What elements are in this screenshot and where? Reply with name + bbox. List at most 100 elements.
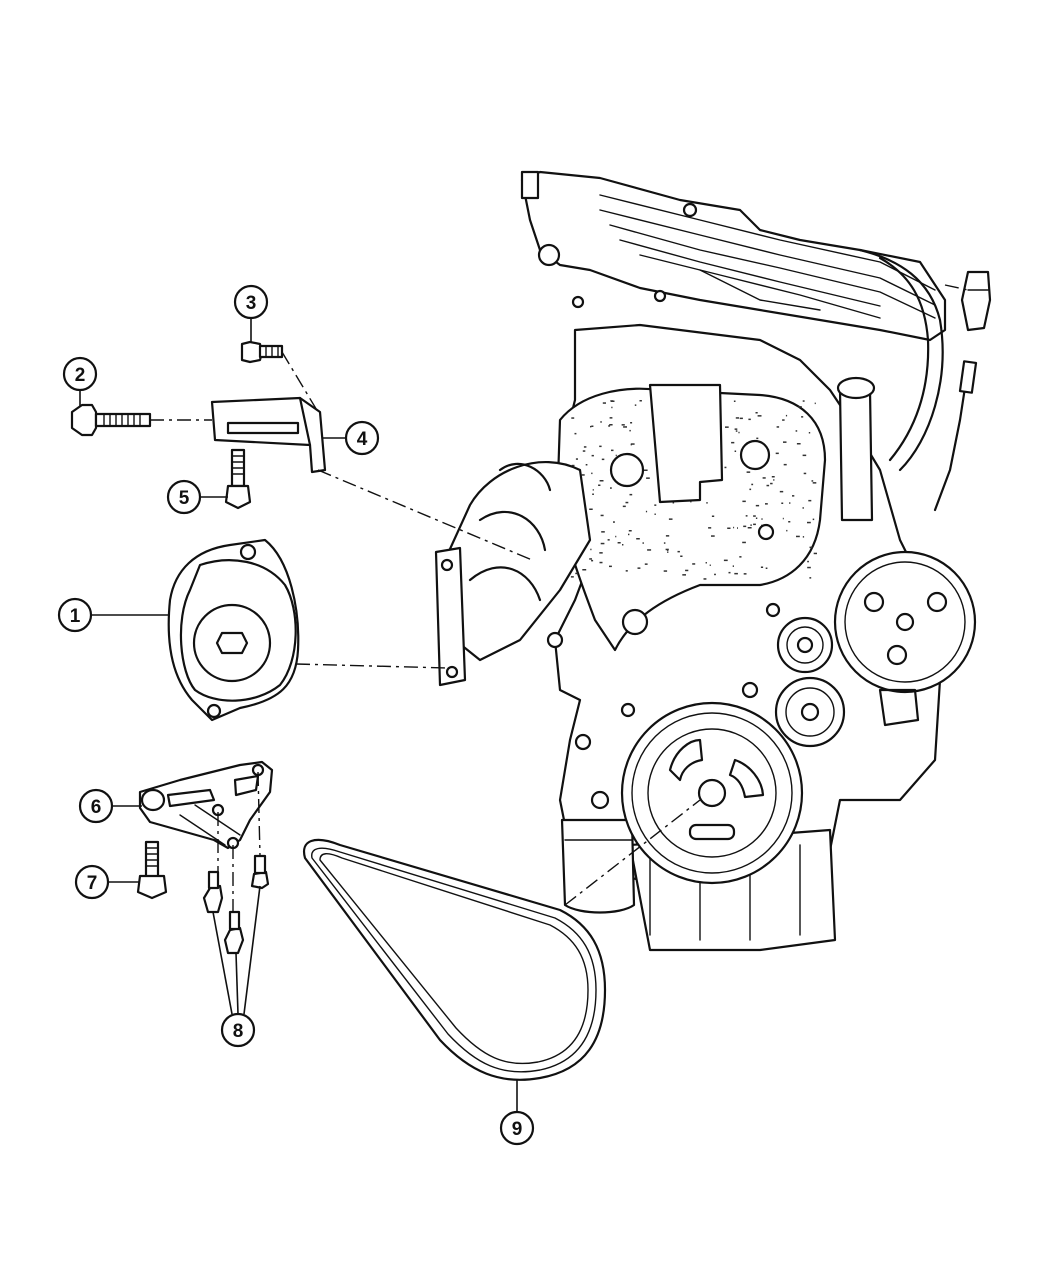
cast-texture-speck xyxy=(711,515,715,517)
cast-texture-speck xyxy=(570,576,574,578)
cast-texture-speck xyxy=(802,507,804,509)
cast-texture-speck xyxy=(786,529,788,532)
cast-texture-speck xyxy=(621,424,625,426)
callout-2: 2 xyxy=(75,365,86,386)
cast-texture-speck xyxy=(571,417,575,419)
cast-texture-speck xyxy=(591,559,594,562)
cast-texture-speck xyxy=(755,517,758,519)
cast-texture-speck xyxy=(725,426,729,428)
cast-texture-speck xyxy=(609,565,612,568)
cast-texture-speck xyxy=(798,406,802,408)
cast-texture-speck xyxy=(734,572,738,575)
cast-texture-speck xyxy=(782,419,785,421)
cast-texture-speck xyxy=(735,430,738,432)
cast-texture-speck xyxy=(813,552,817,555)
callout-9: 9 xyxy=(512,1119,523,1140)
cast-texture-speck xyxy=(734,428,738,430)
cast-texture-speck xyxy=(575,572,578,575)
cast-texture-speck xyxy=(711,535,715,537)
cast-texture-speck xyxy=(589,508,593,510)
cast-texture-speck xyxy=(665,535,670,537)
cast-texture-speck xyxy=(802,536,805,538)
cast-texture-speck xyxy=(751,483,754,486)
callout-4: 4 xyxy=(357,429,368,450)
callout-5: 5 xyxy=(179,488,190,509)
cast-texture-speck xyxy=(571,464,575,467)
cast-texture-speck xyxy=(753,515,756,517)
cast-texture-speck xyxy=(743,525,747,528)
cast-texture-speck xyxy=(802,400,805,402)
cast-texture-speck xyxy=(600,421,602,423)
cast-texture-speck xyxy=(609,424,613,426)
cast-texture-speck xyxy=(663,542,666,544)
cast-texture-speck xyxy=(637,567,641,569)
cast-texture-speck xyxy=(814,402,816,405)
cast-texture-speck xyxy=(792,495,795,497)
cast-texture-speck xyxy=(591,454,594,457)
adjusting-bracket xyxy=(138,760,274,850)
bracket-bolt-upper xyxy=(240,340,284,364)
exhaust-manifold xyxy=(434,461,592,687)
cast-texture-speck xyxy=(738,431,740,434)
cast-texture-speck xyxy=(643,469,648,471)
cast-texture-speck xyxy=(746,471,751,473)
cast-texture-speck xyxy=(690,500,692,503)
alignment-lines xyxy=(150,351,701,912)
cast-texture-speck xyxy=(789,502,791,504)
cast-texture-speck xyxy=(639,400,642,402)
cast-texture-speck xyxy=(623,426,627,428)
cast-texture-speck xyxy=(607,539,610,541)
cast-texture-speck xyxy=(636,538,640,540)
mounting-bracket xyxy=(210,396,327,474)
cast-texture-speck xyxy=(629,429,631,432)
bracket-bolt-lower xyxy=(224,448,252,510)
cast-texture-speck xyxy=(680,555,683,557)
pivot-bolt xyxy=(70,403,152,437)
cast-texture-speck xyxy=(654,504,657,506)
cast-texture-speck xyxy=(766,484,770,487)
cast-texture-speck xyxy=(734,450,737,452)
cast-texture-speck xyxy=(753,523,756,526)
cast-texture-speck xyxy=(775,452,779,455)
cast-texture-speck xyxy=(708,527,712,529)
callout-8: 8 xyxy=(233,1021,244,1042)
cast-texture-speck xyxy=(809,546,813,549)
cast-texture-speck xyxy=(583,446,587,448)
cast-texture-speck xyxy=(760,566,764,568)
cast-texture-speck xyxy=(589,558,592,560)
cast-texture-speck xyxy=(776,426,780,428)
cast-texture-speck xyxy=(625,570,628,572)
cast-texture-speck xyxy=(727,527,731,529)
cast-texture-speck xyxy=(613,521,615,523)
cast-texture-speck xyxy=(739,417,743,420)
cast-texture-speck xyxy=(628,533,630,536)
cast-texture-speck xyxy=(724,466,727,469)
cast-texture-speck xyxy=(742,541,746,544)
cast-texture-speck xyxy=(803,472,807,475)
intake-manifold xyxy=(520,170,947,472)
power-steering-pulley xyxy=(833,550,977,694)
cast-texture-speck xyxy=(771,476,775,478)
cast-texture-speck xyxy=(796,443,801,445)
cast-texture-speck xyxy=(812,482,817,484)
engine-assembly xyxy=(434,170,992,952)
cast-texture-speck xyxy=(581,474,585,476)
callout-7: 7 xyxy=(87,873,98,894)
cast-texture-speck xyxy=(807,566,811,569)
cast-texture-speck xyxy=(654,513,656,515)
cast-texture-speck xyxy=(610,487,612,489)
cast-texture-speck xyxy=(629,493,633,496)
cast-texture-speck xyxy=(757,415,762,417)
tensioner-pulley xyxy=(774,676,846,748)
cast-texture-speck xyxy=(733,400,736,402)
cast-texture-speck xyxy=(667,551,669,553)
cast-texture-speck xyxy=(625,501,629,504)
cast-texture-speck xyxy=(599,480,604,482)
crankshaft-pulley xyxy=(620,701,804,885)
cast-texture-speck xyxy=(682,574,686,576)
cast-texture-speck xyxy=(781,502,784,504)
cast-texture-speck xyxy=(574,432,577,435)
cast-texture-speck xyxy=(755,504,760,507)
cast-texture-speck xyxy=(706,502,708,504)
map-sensor xyxy=(944,270,992,332)
